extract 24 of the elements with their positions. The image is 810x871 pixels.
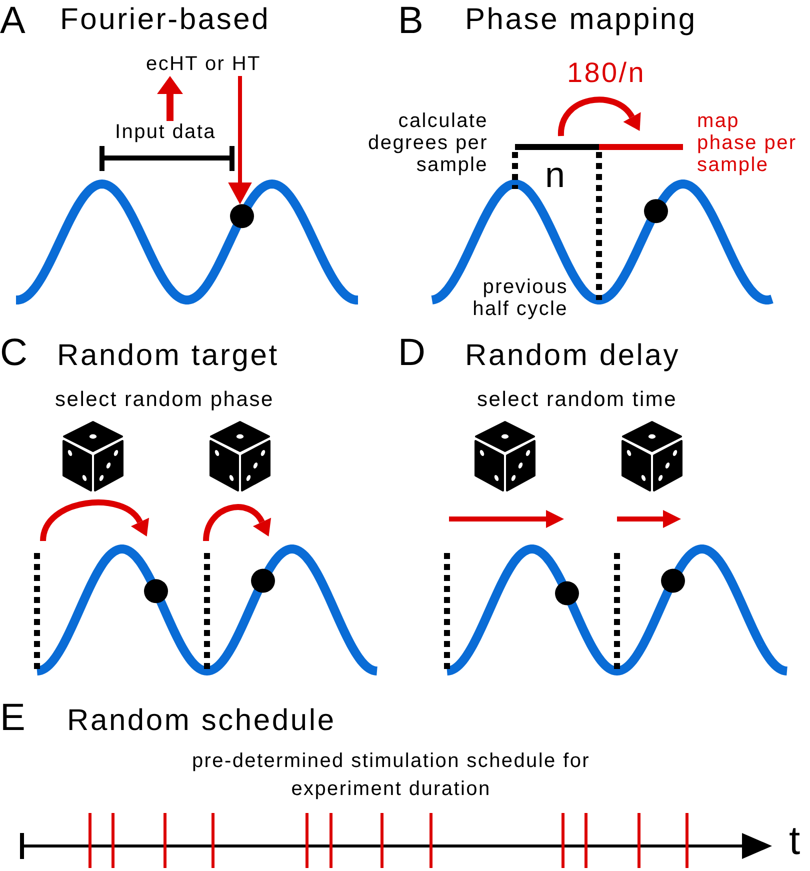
panel-title: Phase mapping [465,3,697,38]
annotation-text: previous half cycle [472,276,568,320]
axis-label: t [789,818,803,864]
panel-letter: E [0,697,28,741]
formula-label: 180/n [567,57,646,90]
panel-title: Random delay [465,339,680,374]
panel-title: Random target [57,339,279,374]
instruction-text: select random phase [55,388,274,412]
annotation-label: Input data [115,121,216,144]
description-text: pre-determined stimulation schedule for experiment duration [190,749,592,802]
dot-icon [230,204,254,228]
annotation-label: ecHT or HT [146,53,261,76]
panel-title: Fourier-based [60,3,270,38]
annotation-text: map phase per sample [697,110,798,176]
arrow [228,76,252,204]
variable-label: n [545,154,568,196]
panel-letter: B [398,0,426,44]
panel-title: Random schedule [67,704,336,738]
panel-letter: C [0,332,30,376]
panel-letter: A [0,0,28,44]
arrow [157,76,183,121]
panel-letter: D [398,332,428,376]
instruction-text: select random time [477,388,678,412]
annotation-text: calculate degrees per sample [367,110,488,176]
